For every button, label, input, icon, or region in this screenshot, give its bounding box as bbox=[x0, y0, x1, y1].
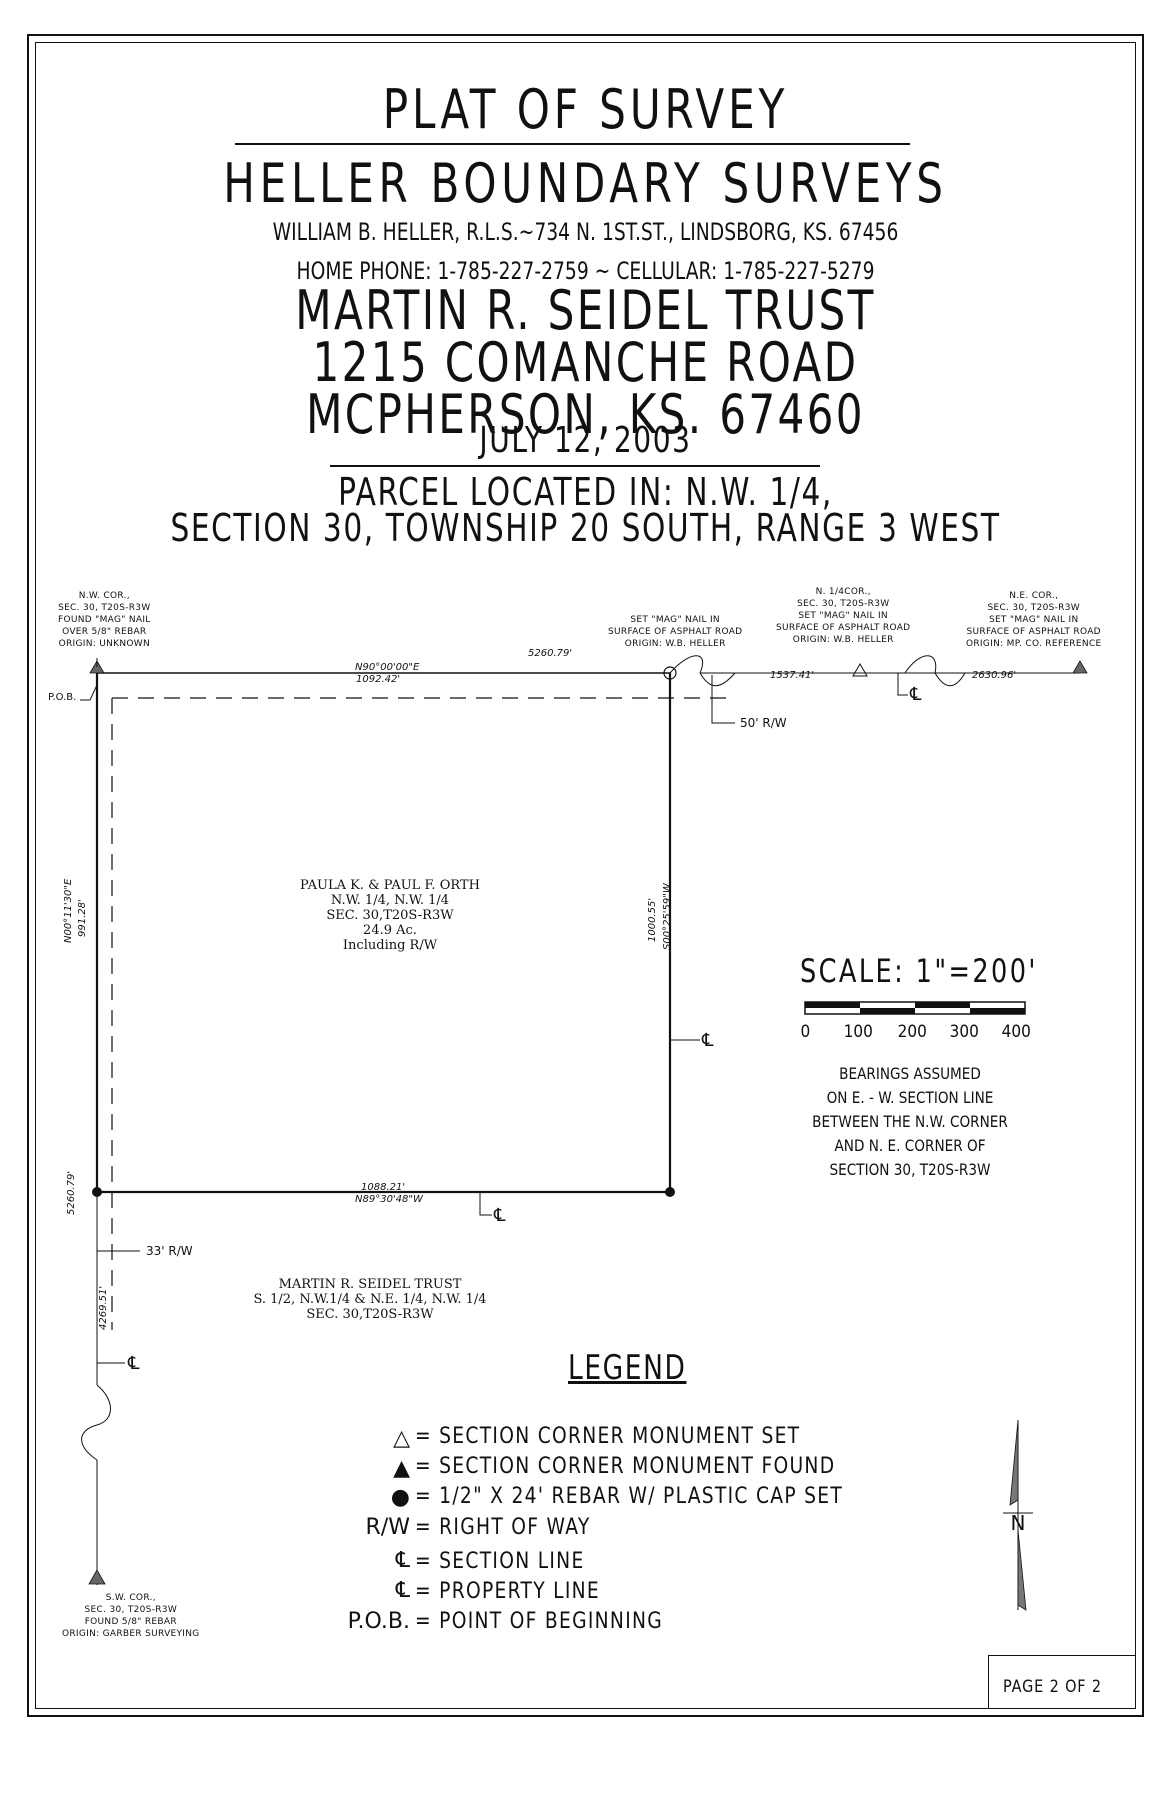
sec-line-leader-north bbox=[897, 673, 908, 696]
legend-symbol-row: R/W bbox=[365, 1515, 410, 1540]
east-bearing: S00°25'59"W bbox=[662, 883, 673, 950]
pob-leader bbox=[80, 684, 98, 701]
west-bearing: N00°11'30"E bbox=[63, 878, 74, 943]
row50-leader bbox=[711, 675, 735, 724]
ne-monument-found bbox=[1072, 660, 1088, 674]
client-block: MARTIN R. SEIDEL TRUST 1215 COMANCHE ROA… bbox=[156, 279, 1015, 446]
north-total: 5260.79' bbox=[528, 648, 573, 659]
client-name: MARTIN R. SEIDEL TRUST bbox=[295, 279, 876, 342]
plat-title: PLAT OF SURVEY bbox=[382, 78, 789, 141]
scale-tick-200: 200 bbox=[897, 1022, 927, 1042]
page-number: PAGE 2 OF 2 bbox=[1003, 1677, 1102, 1697]
legend-text-set: = SECTION CORNER MONUMENT SET bbox=[415, 1424, 801, 1449]
legend-title: LEGEND bbox=[568, 1348, 687, 1388]
scale-tick-300: 300 bbox=[949, 1022, 979, 1042]
title-rule bbox=[235, 143, 910, 145]
north-bearing: N90°00'00"E bbox=[355, 662, 420, 673]
client-street: 1215 COMANCHE ROAD bbox=[312, 331, 859, 394]
n-quarter-distance: 1537.41' bbox=[770, 670, 815, 681]
page-number-box bbox=[988, 1655, 1136, 1709]
north-arrow-icon: N bbox=[1003, 1419, 1033, 1611]
n-quarter-corner-note: N. 1/4COR., SEC. 30, T20S-R3W SET "MAG" … bbox=[776, 587, 911, 645]
west-distance: 991.28' bbox=[77, 899, 88, 937]
bearings-note: BEARINGS ASSUMED ON E. - W. SECTION LINE… bbox=[812, 1064, 1008, 1179]
east-distance: 1000.55' bbox=[647, 897, 658, 942]
scale-tick-100: 100 bbox=[843, 1022, 873, 1042]
firm-address: WILLIAM B. HELLER, R.L.S.~734 N. 1ST.ST.… bbox=[272, 218, 899, 246]
ne-tract-nail bbox=[663, 666, 677, 680]
break-symbol-2 bbox=[904, 655, 966, 687]
property-line-symbol-south: ℄ bbox=[494, 1205, 506, 1226]
legend-text-section-line: = SECTION LINE bbox=[415, 1549, 585, 1574]
legend-text-pob: = POINT OF BEGINNING bbox=[415, 1609, 664, 1634]
ne-corner-note: N.E. COR., SEC. 30, T20S-R3W SET "MAG" N… bbox=[966, 591, 1102, 649]
south-bearing: N89°30'48"W bbox=[355, 1194, 423, 1205]
pob-label: P.O.B. bbox=[48, 692, 77, 703]
outer-border bbox=[27, 34, 1144, 1717]
client-city: MCPHERSON, KS. 67460 bbox=[306, 383, 865, 446]
legend-symbol-set: △ bbox=[393, 1426, 410, 1451]
nw-corner-note: N.W. COR., SEC. 30, T20S-R3W FOUND "MAG"… bbox=[58, 591, 151, 649]
nq-monument-set bbox=[852, 663, 868, 677]
set-nail-note: SET "MAG" NAIL IN SURFACE OF ASPHALT ROA… bbox=[608, 615, 743, 649]
inner-border bbox=[35, 42, 1136, 1709]
orth-tract-label: PAULA K. & PAUL F. ORTH N.W. 1/4, N.W. 1… bbox=[300, 878, 480, 953]
legend-text-property-line: = PROPERTY LINE bbox=[415, 1579, 600, 1604]
orth-tract-boundary bbox=[95, 673, 672, 1194]
sw-rebar-set bbox=[92, 1187, 102, 1197]
seidel-tract-label: MARTIN R. SEIDEL TRUST S. 1/2, N.W.1/4 &… bbox=[253, 1277, 487, 1322]
legend-text-rebar: = 1/2" X 24' REBAR W/ PLASTIC CAP SET bbox=[415, 1484, 844, 1509]
scale-tick-400: 400 bbox=[1001, 1022, 1031, 1042]
legend-symbol-section-line: ℄ bbox=[395, 1548, 410, 1573]
legend-text-row: = RIGHT OF WAY bbox=[415, 1515, 591, 1540]
legend-symbol-pob: P.O.B. bbox=[347, 1609, 410, 1634]
se-rebar-set bbox=[665, 1187, 675, 1197]
lower-distance: 4269.51' bbox=[98, 1285, 109, 1330]
legend-symbol-found: ▲ bbox=[393, 1456, 410, 1481]
date-rule bbox=[330, 465, 820, 467]
row-50-label: 50' R/W bbox=[740, 716, 787, 730]
scale-tick-0: 0 bbox=[800, 1022, 811, 1042]
section-line-symbol-north: ℄ bbox=[910, 684, 922, 705]
scale-bar bbox=[804, 1001, 1026, 1015]
break-symbol-1 bbox=[669, 655, 736, 687]
svg-text:N: N bbox=[1011, 1511, 1026, 1535]
legend-text-found: = SECTION CORNER MONUMENT FOUND bbox=[415, 1454, 836, 1479]
firm-phone: HOME PHONE: 1-785-227-2759 ~ CELLULAR: 1… bbox=[296, 257, 875, 285]
property-line-symbol-east: ℄ bbox=[702, 1030, 714, 1051]
south-distance: 1088.21' bbox=[361, 1182, 406, 1193]
break-symbol-3 bbox=[81, 1384, 111, 1461]
sw-monument-found bbox=[88, 1569, 106, 1585]
parcel-line-1: PARCEL LOCATED IN: N.W. 1/4, bbox=[338, 470, 833, 514]
firm-name: HELLER BOUNDARY SURVEYS bbox=[223, 152, 948, 215]
scale-title: SCALE: 1"=200' bbox=[800, 952, 1038, 990]
sw-corner-note: S.W. COR., SEC. 30, T20S-R3W FOUND 5/8" … bbox=[62, 1593, 200, 1639]
section-line-symbol-west: ℄ bbox=[128, 1353, 140, 1374]
legend-symbol-rebar: ● bbox=[390, 1485, 410, 1510]
ne-distance: 2630.96' bbox=[972, 670, 1017, 681]
legend-symbol-property-line: ℄ bbox=[395, 1578, 410, 1603]
north-distance: 1092.42' bbox=[356, 674, 401, 685]
prop-line-leader-south bbox=[479, 1192, 492, 1216]
west-total: 5260.79' bbox=[66, 1170, 77, 1215]
parcel-line-2: SECTION 30, TOWNSHIP 20 SOUTH, RANGE 3 W… bbox=[170, 506, 1001, 550]
row-33-label: 33' R/W bbox=[146, 1244, 193, 1258]
survey-date: JULY 12, 2003 bbox=[479, 420, 692, 461]
